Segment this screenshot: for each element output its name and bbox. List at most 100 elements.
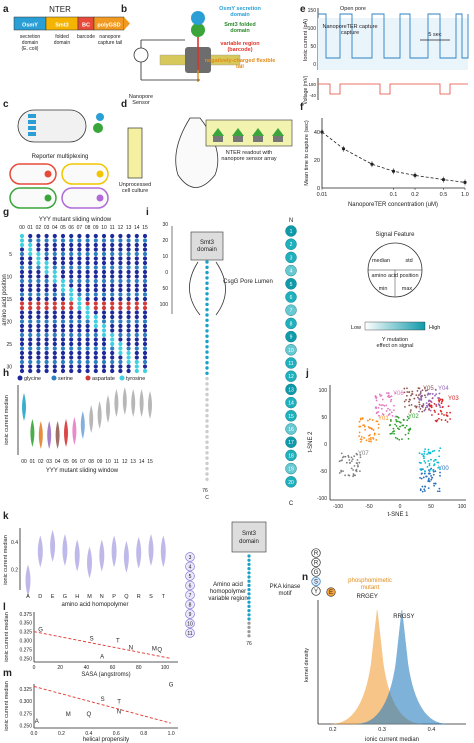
i-bead-number: 16 bbox=[288, 427, 294, 433]
g-cell bbox=[36, 296, 41, 302]
j-point bbox=[380, 404, 383, 407]
g-xtick-label: 04 bbox=[52, 225, 58, 231]
j-point bbox=[385, 404, 388, 407]
caption-a: barcode bbox=[77, 34, 95, 40]
g-cell bbox=[126, 364, 131, 369]
j-point bbox=[350, 456, 353, 459]
i-smt3-label: Smt3 bbox=[200, 240, 215, 246]
g-cell bbox=[142, 310, 148, 315]
l-ytick-label: 0.325 bbox=[19, 630, 32, 636]
k-violin-T bbox=[160, 535, 166, 568]
k-strand-bead bbox=[247, 567, 251, 571]
k-violin-D bbox=[37, 535, 43, 568]
g-cell bbox=[44, 287, 49, 293]
g-cell bbox=[118, 323, 123, 329]
i-bead-20 bbox=[285, 476, 297, 488]
j-point bbox=[435, 405, 438, 407]
g-cell bbox=[142, 233, 148, 239]
g-cell bbox=[19, 242, 25, 248]
l-ylabel: ionic current median bbox=[4, 612, 10, 662]
g-cell bbox=[19, 310, 25, 315]
j-point bbox=[363, 425, 366, 428]
g-cell bbox=[110, 310, 115, 315]
h-violin-08 bbox=[89, 405, 94, 433]
g-cell bbox=[126, 283, 131, 288]
mutant-bead bbox=[326, 587, 336, 597]
j-point bbox=[407, 432, 410, 435]
j-point bbox=[415, 406, 418, 409]
j-point bbox=[426, 389, 429, 392]
j-point bbox=[433, 449, 436, 452]
m-point-A: A bbox=[35, 719, 39, 725]
j-point bbox=[389, 400, 392, 403]
j-point bbox=[433, 409, 436, 412]
g-cell bbox=[134, 296, 139, 302]
j-point bbox=[409, 427, 412, 430]
g-cell bbox=[93, 323, 98, 329]
j-cluster-label: Y02 bbox=[408, 414, 419, 420]
g-cell bbox=[101, 368, 107, 374]
k-terminal-number: 76 bbox=[246, 641, 252, 647]
h-xtick-label: 05 bbox=[63, 459, 69, 465]
j-point bbox=[439, 471, 441, 474]
g-cell bbox=[52, 346, 57, 351]
i-strand-bead bbox=[205, 350, 209, 354]
f-ytick-label: 20 bbox=[314, 158, 320, 164]
k-violin-P bbox=[111, 535, 117, 568]
plasmid-icon bbox=[28, 132, 36, 136]
i-bead-12 bbox=[285, 370, 297, 382]
j-point bbox=[428, 462, 431, 465]
g-cell bbox=[52, 310, 57, 315]
k-strand-bead bbox=[247, 583, 251, 588]
j-point bbox=[406, 419, 409, 422]
phosphomimetic-label: phosphomimetic bbox=[348, 578, 392, 584]
j-point bbox=[423, 472, 426, 475]
h-xtick-label: 01 bbox=[30, 459, 36, 465]
i-bead-2 bbox=[285, 238, 297, 250]
j-point bbox=[389, 395, 392, 398]
k-strand-bead bbox=[247, 617, 251, 621]
g-cell bbox=[85, 359, 90, 365]
reporter-multiplexing-label: Reporter multiplexing bbox=[32, 154, 89, 160]
j-point bbox=[399, 421, 402, 424]
n-series-label: RRGEY bbox=[357, 594, 378, 600]
h-violin-03 bbox=[47, 421, 52, 449]
g-cell bbox=[142, 269, 148, 275]
j-point bbox=[426, 393, 429, 396]
plasmid-icon bbox=[28, 126, 36, 130]
g-cell bbox=[69, 242, 74, 248]
i-bead-number: 14 bbox=[288, 401, 294, 407]
g-cell bbox=[142, 332, 148, 338]
g-cell bbox=[110, 346, 115, 351]
g-cell bbox=[36, 247, 41, 252]
j-point bbox=[431, 397, 434, 400]
g-cell bbox=[60, 368, 66, 374]
g-cell bbox=[126, 310, 131, 315]
reporter-icon bbox=[96, 170, 104, 178]
g-cell bbox=[69, 278, 74, 284]
j-point bbox=[396, 415, 399, 418]
k-xtick-label: T bbox=[162, 594, 166, 600]
g-ytick-label: 15 bbox=[6, 297, 12, 303]
k-bead-8 bbox=[185, 599, 195, 610]
g-cell bbox=[118, 292, 123, 297]
g-cell bbox=[44, 332, 49, 338]
g-cell bbox=[52, 265, 57, 270]
k-bead-number: 7 bbox=[189, 593, 192, 599]
g-cell bbox=[60, 247, 66, 252]
g-cell bbox=[19, 368, 25, 374]
culture-tube bbox=[127, 127, 143, 179]
g-cell bbox=[126, 278, 131, 284]
g-cell bbox=[85, 305, 90, 311]
j-point bbox=[421, 490, 424, 493]
g-cell bbox=[28, 265, 33, 270]
f-xtick-label: 1.0 bbox=[461, 192, 469, 198]
g-cell bbox=[134, 242, 139, 248]
j-point bbox=[357, 465, 359, 468]
k-bead-9 bbox=[185, 609, 195, 619]
g-cell bbox=[134, 319, 139, 324]
j-point bbox=[434, 394, 436, 397]
reporter-icon bbox=[96, 194, 104, 202]
i-strand-bead bbox=[205, 355, 209, 360]
g-cell bbox=[134, 341, 139, 347]
